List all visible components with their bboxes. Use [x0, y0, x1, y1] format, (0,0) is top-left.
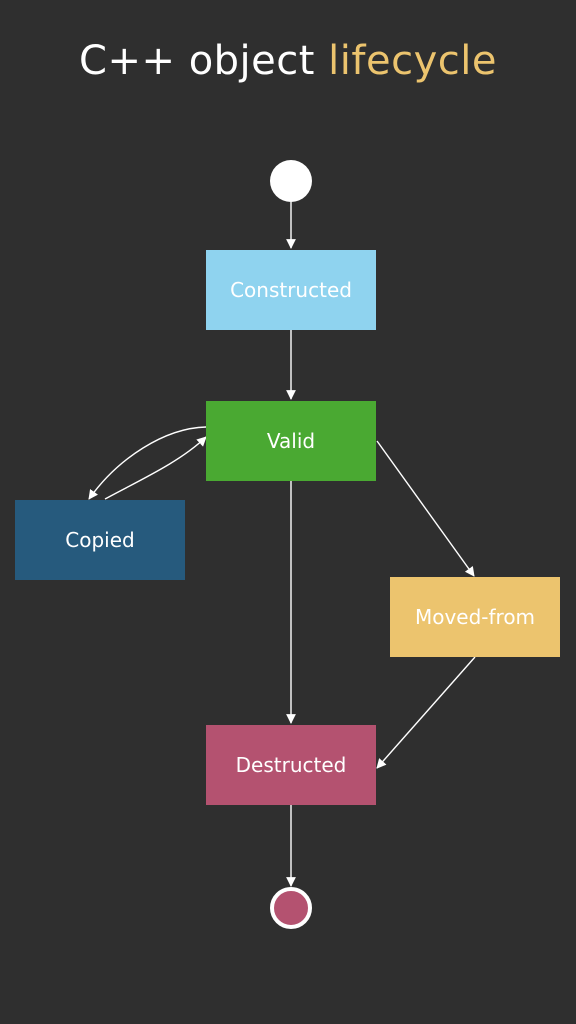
state-copied-box	[15, 500, 185, 580]
state-copied-label: Copied	[65, 528, 134, 552]
initial-state-icon	[270, 160, 312, 202]
edge-valid-to-moved-from	[376, 440, 475, 577]
state-destructed: Destructed	[206, 725, 376, 805]
state-destructed-label: Destructed	[236, 753, 347, 777]
final-state-icon	[270, 887, 312, 929]
edge-valid-to-copied	[88, 426, 207, 500]
state-valid-box	[206, 401, 376, 481]
state-valid-label: Valid	[267, 429, 315, 453]
title-accent: lifecycle	[328, 38, 497, 84]
state-destructed-box	[206, 725, 376, 805]
state-copied: Copied	[15, 500, 185, 580]
title-main: C++ object	[79, 38, 329, 84]
state-moved-from-label: Moved-from	[415, 605, 535, 629]
edge-copied-to-valid	[104, 436, 207, 500]
state-constructed: Constructed	[206, 250, 376, 330]
state-constructed-box	[206, 250, 376, 330]
state-constructed-label: Constructed	[230, 278, 352, 302]
state-moved-from-box	[390, 577, 560, 657]
state-moved-from: Moved-from	[390, 577, 560, 657]
state-valid: Valid	[206, 401, 376, 481]
edge-moved-from-to-destructed	[376, 656, 476, 769]
diagram-title: C++ object lifecycle	[0, 38, 576, 84]
